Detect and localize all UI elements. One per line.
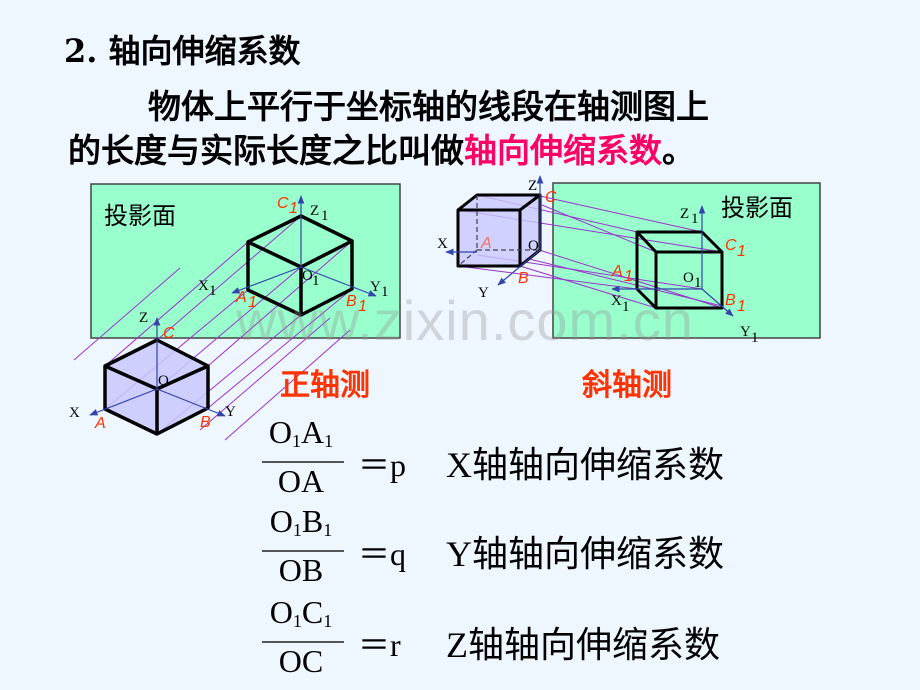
numerator: O1B1 (269, 503, 333, 540)
svg-text:X: X (437, 236, 448, 252)
svg-text:C: C (277, 195, 289, 212)
right-projected-labels: Z 1 C 1 A 1 O 1 X 1 B 1 Y 1 (611, 206, 759, 346)
svg-text:C: C (163, 325, 175, 342)
svg-text:1: 1 (691, 211, 699, 227)
svg-text:A: A (480, 235, 492, 252)
svg-text:O: O (302, 268, 313, 284)
right-object-labels: Z C A O X B Y (437, 178, 557, 301)
svg-text:1: 1 (248, 294, 257, 311)
svg-text:X: X (69, 405, 80, 421)
fraction-bar (262, 641, 344, 643)
fraction: O1C1 OC (256, 594, 346, 679)
svg-text:A: A (611, 263, 623, 280)
svg-text:Z: Z (528, 178, 537, 194)
denominator: OB (278, 552, 324, 588)
equals-coefficient: ＝r (358, 627, 401, 663)
definition-text: 的长度与实际长度之比叫做 (68, 131, 464, 170)
svg-text:1: 1 (737, 243, 746, 260)
svg-text:B: B (346, 293, 357, 310)
denominator: OA (277, 463, 325, 499)
fraction: O1A1 OA (256, 414, 346, 499)
formula-row-y: O1B1 OB ＝q Y轴轴向伸缩系数 (256, 503, 776, 593)
section-heading: 2. 轴向伸缩系数 (64, 32, 301, 70)
right-projected-cube (611, 205, 734, 317)
svg-text:B: B (518, 270, 529, 287)
left-projected-labels: C 1 Z 1 O 1 X 1 A 1 B 1 Y 1 (198, 195, 389, 315)
fraction: O1B1 OB (256, 503, 346, 588)
svg-text:C: C (545, 189, 557, 206)
fraction-bar (262, 461, 344, 463)
svg-text:O: O (683, 270, 694, 286)
equals-coefficient: ＝q (358, 536, 407, 572)
numerator: O1C1 (269, 594, 333, 631)
left-projection-plane (90, 183, 401, 339)
formula-row-x: O1A1 OA ＝p X轴轴向伸缩系数 (256, 414, 776, 504)
svg-text:Z: Z (139, 310, 148, 326)
svg-text:1: 1 (321, 208, 329, 224)
svg-text:1: 1 (622, 299, 630, 315)
definition-line-2: 的长度与实际长度之比叫做轴向伸缩系数。 (68, 124, 695, 172)
svg-text:X: X (198, 278, 209, 294)
svg-text:1: 1 (624, 268, 633, 285)
coefficient-description: Z轴轴向伸缩系数 (446, 625, 720, 665)
svg-text:A: A (235, 289, 247, 306)
svg-text:X: X (611, 293, 622, 309)
fraction-bar (262, 550, 344, 552)
formula-row-z: O1C1 OC ＝r Z轴轴向伸缩系数 (256, 594, 776, 684)
right-object-cube (445, 175, 544, 286)
svg-text:Y: Y (740, 324, 751, 340)
svg-text:O: O (158, 373, 169, 389)
highlight-term: 轴向伸缩系数 (464, 131, 662, 170)
period: 。 (662, 131, 695, 170)
left-object-cube (89, 317, 226, 436)
svg-text:A: A (94, 415, 106, 432)
svg-text:1: 1 (694, 275, 702, 291)
left-plane-label: 投影面 (104, 202, 176, 230)
svg-text:B: B (200, 414, 211, 431)
watermark: www.zixin.com.cn (236, 289, 694, 352)
coefficient-description: X轴轴向伸缩系数 (446, 445, 724, 485)
svg-text:O: O (528, 238, 539, 254)
svg-text:B: B (725, 292, 736, 309)
svg-text:1: 1 (289, 200, 298, 217)
svg-text:1: 1 (358, 298, 367, 315)
right-plane-label: 投影面 (721, 194, 793, 222)
numerator: O1A1 (268, 414, 334, 451)
caption-orthogonal-axonometric: 正轴测 (280, 368, 370, 403)
svg-text:Z: Z (310, 203, 319, 219)
svg-text:1: 1 (737, 298, 746, 315)
left-object-labels: Z C O X A B Y (69, 310, 236, 432)
denominator: OC (278, 643, 324, 679)
svg-text:1: 1 (312, 273, 320, 289)
caption-oblique-axonometric: 斜轴测 (582, 368, 672, 403)
svg-text:Y: Y (225, 404, 236, 420)
svg-text:1: 1 (751, 330, 759, 346)
svg-text:Y: Y (370, 279, 381, 295)
svg-text:1: 1 (381, 284, 389, 300)
definition-line-1: 物体上平行于坐标轴的线段在轴测图上 (148, 87, 709, 126)
svg-text:C: C (725, 237, 737, 254)
equals-coefficient: ＝p (358, 447, 407, 483)
coefficient-description: Y轴轴向伸缩系数 (446, 534, 724, 574)
left-projected-cube (231, 195, 377, 317)
svg-text:1: 1 (209, 283, 217, 299)
svg-text:Y: Y (478, 285, 489, 301)
svg-text:Z: Z (680, 206, 689, 222)
